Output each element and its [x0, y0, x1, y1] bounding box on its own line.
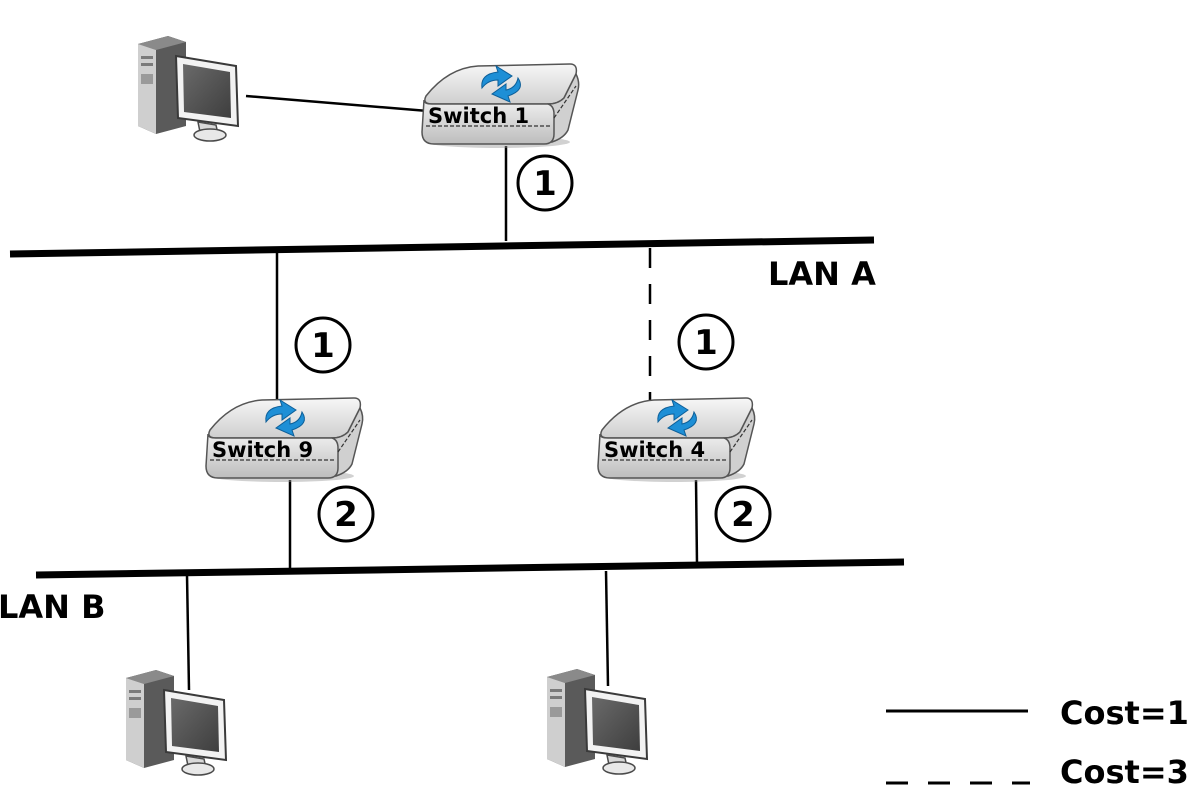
port-cost-value: 2 [731, 495, 755, 535]
switch-4: Switch 4 [597, 397, 756, 483]
port-cost-switch9-lan-b: 2 [317, 485, 375, 543]
lan-a-label: LAN A [768, 255, 876, 293]
switch-1-label: Switch 1 [428, 104, 529, 128]
switch-1: Switch 1 [421, 63, 580, 149]
legend-dashed-label: Cost=3 [1060, 753, 1189, 786]
port-cost-switch9-lan-a: 1 [294, 316, 352, 374]
port-cost-value: 1 [311, 326, 335, 366]
port-cost-value: 2 [334, 495, 358, 535]
computer-icon-top [137, 35, 239, 142]
switch-4-label: Switch 4 [604, 438, 705, 462]
legend: Cost=1 Cost=3 [886, 694, 1189, 786]
legend-solid-label: Cost=1 [1060, 694, 1189, 732]
switch-9: Switch 9 [205, 397, 364, 483]
computer-icon-bottom-left [125, 669, 227, 776]
port-cost-switch4-lan-b: 2 [714, 485, 772, 543]
port-cost-value: 1 [694, 323, 718, 363]
lan-b-bus [35, 558, 905, 579]
port-cost-switch4-lan-a: 1 [677, 313, 735, 371]
lan-a-bus [9, 236, 875, 258]
switch-9-label: Switch 9 [212, 438, 313, 462]
lan-b-label: LAN B [0, 588, 105, 626]
link-pc3-lan-b [604, 570, 610, 687]
port-cost-switch1-lan-a: 1 [516, 154, 574, 212]
link-switch4-lan-b [694, 479, 699, 565]
link-pc2-lan-b [185, 574, 191, 691]
link-pc1-switch1 [245, 94, 429, 113]
computer-icon-bottom-right [546, 668, 648, 775]
port-cost-value: 1 [533, 164, 557, 204]
